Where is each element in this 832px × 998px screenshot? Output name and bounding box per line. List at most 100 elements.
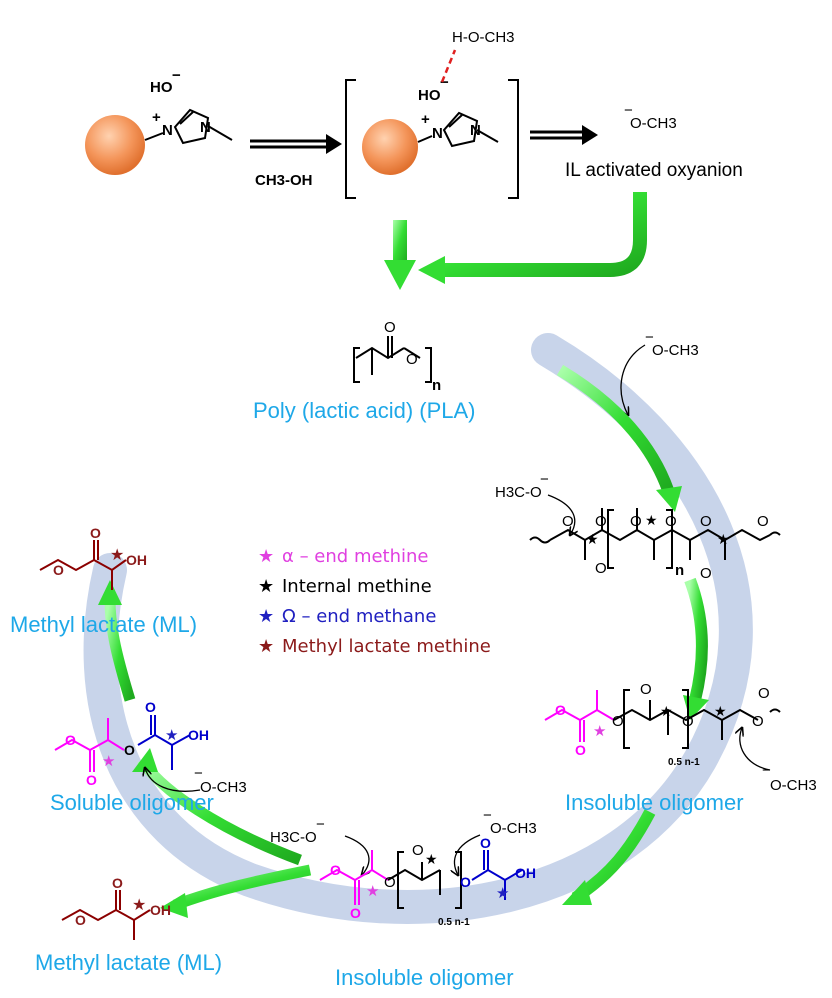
svg-text:−: −: [540, 471, 549, 488]
svg-text:O: O: [640, 681, 652, 698]
svg-text:O: O: [412, 842, 424, 859]
svg-text:−: −: [316, 816, 325, 833]
bracket-complex: N N + HO − H-O-CH3: [345, 29, 519, 199]
svg-text:O: O: [406, 351, 418, 368]
svg-text:−: −: [762, 762, 771, 779]
svg-text:O: O: [90, 525, 101, 541]
pla-repeat: n: [432, 377, 441, 394]
svg-text:N: N: [432, 125, 443, 142]
svg-text:O: O: [384, 319, 396, 336]
svg-text:O: O: [595, 560, 607, 577]
svg-text:O: O: [700, 565, 712, 582]
svg-text:OH: OH: [188, 727, 209, 743]
svg-text:★: ★: [366, 884, 379, 900]
svg-text:n: n: [675, 562, 684, 579]
svg-text:★: ★: [660, 705, 673, 720]
svg-text:O: O: [75, 912, 86, 928]
legend-item-alpha: ★ α – end methine: [258, 546, 429, 567]
svg-text:0.5 n-1: 0.5 n-1: [668, 757, 700, 768]
svg-text:−: −: [440, 74, 449, 91]
svg-text:−: −: [645, 329, 654, 346]
svg-text:O: O: [53, 562, 64, 578]
hydroxide-label: HO: [150, 79, 173, 96]
green-arrow-elbow: [418, 192, 647, 284]
svg-text:O: O: [575, 742, 586, 758]
svg-text:★: ★: [258, 576, 274, 597]
svg-text:O: O: [145, 699, 156, 715]
oligomer-soluble: O O ★ O O OH ★ O-CH3 − Soluble oligomer: [50, 699, 247, 815]
svg-text:★: ★: [425, 853, 438, 868]
legend: ★ α – end methine ★ Internal methine ★ Ω…: [258, 546, 491, 657]
svg-text:O: O: [758, 685, 770, 702]
cycle-arrow: [83, 333, 753, 924]
svg-text:O: O: [330, 862, 341, 878]
svg-text:★: ★: [110, 547, 124, 564]
svg-text:O-CH3: O-CH3: [200, 779, 247, 796]
svg-text:★: ★: [258, 546, 274, 567]
svg-text:−: −: [194, 765, 203, 782]
methanol-hbond: H-O-CH3: [452, 29, 515, 46]
svg-text:★: ★: [258, 636, 274, 657]
oligomer-bottom: H3C-O − O O ★ O O ★ 0.5 n-1 O O OH ★ O-C…: [270, 807, 537, 990]
svg-text:O-CH3: O-CH3: [770, 777, 817, 794]
svg-text:α – end methine: α – end methine: [282, 546, 429, 567]
svg-text:+: +: [152, 109, 161, 126]
legend-item-omega: ★ Ω – end methane: [258, 606, 436, 627]
svg-text:OH: OH: [150, 902, 171, 918]
svg-text:O: O: [460, 874, 471, 890]
il-activated-label: IL activated oxyanion: [565, 160, 743, 181]
methanol-reagent: CH3-OH: [255, 172, 313, 189]
svg-text:+: +: [421, 111, 430, 128]
svg-text:O: O: [384, 874, 396, 891]
svg-text:O-CH3: O-CH3: [652, 342, 699, 359]
svg-text:★: ★: [714, 705, 727, 720]
svg-text:N: N: [162, 122, 173, 139]
svg-text:O: O: [350, 905, 361, 921]
svg-text:O: O: [757, 513, 769, 530]
svg-text:N: N: [200, 119, 211, 136]
svg-text:O: O: [630, 513, 642, 530]
svg-text:−: −: [483, 807, 492, 824]
svg-text:O: O: [555, 702, 566, 718]
legend-item-ml: ★ Methyl lactate methine: [258, 636, 491, 657]
svg-text:Internal methine: Internal methine: [282, 576, 432, 597]
svg-text:O: O: [112, 875, 123, 891]
svg-text:★: ★: [496, 886, 509, 902]
svg-text:Ω – end methane: Ω – end methane: [282, 606, 436, 627]
il-catalyst-left: N N + HO −: [85, 67, 233, 175]
svg-text:★: ★: [102, 754, 115, 770]
svg-text:★: ★: [586, 533, 599, 548]
svg-text:O: O: [65, 732, 76, 748]
pla-structure: O O n Poly (lactic acid) (PLA): [253, 319, 476, 423]
methyl-lactate-bottom: O O OH ★ Methyl lactate (ML): [35, 875, 222, 975]
svg-text:O: O: [595, 513, 607, 530]
legend-item-internal: ★ Internal methine: [258, 576, 432, 597]
svg-text:O: O: [480, 835, 491, 851]
svg-text:★: ★: [165, 728, 178, 744]
double-arrow-2: O-CH3 − IL activated oxyanion: [530, 102, 743, 181]
bracket-hydroxide: HO: [418, 87, 441, 104]
svg-text:★: ★: [258, 606, 274, 627]
methoxide-attack-1: O-CH3 −: [621, 329, 699, 415]
green-arrow-down: [384, 220, 416, 290]
soluble-label: Soluble oligomer: [50, 790, 214, 815]
svg-text:N: N: [470, 122, 481, 139]
svg-text:★: ★: [593, 724, 606, 740]
oligomer-right: O O ★ O O O O O ★ ★ 0.5 n-1 O-CH3 − Inso…: [544, 681, 817, 815]
svg-text:O: O: [86, 772, 97, 788]
svg-text:0.5 n-1: 0.5 n-1: [438, 917, 470, 928]
ml-label-top: Methyl lactate (ML): [10, 612, 197, 637]
svg-text:★: ★: [717, 533, 730, 548]
svg-text:Methyl lactate methine: Methyl lactate methine: [282, 636, 491, 657]
svg-text:O: O: [700, 513, 712, 530]
svg-text:OH: OH: [126, 552, 147, 568]
insoluble-label-right: Insoluble oligomer: [565, 790, 744, 815]
svg-text:−: −: [172, 67, 181, 84]
ml-label-bottom: Methyl lactate (ML): [35, 950, 222, 975]
svg-text:★: ★: [645, 514, 658, 529]
svg-text:H3C-O: H3C-O: [270, 829, 317, 846]
svg-text:O: O: [752, 713, 764, 730]
insoluble-label-bottom: Insoluble oligomer: [335, 965, 514, 990]
svg-text:H3C-O: H3C-O: [495, 484, 542, 501]
